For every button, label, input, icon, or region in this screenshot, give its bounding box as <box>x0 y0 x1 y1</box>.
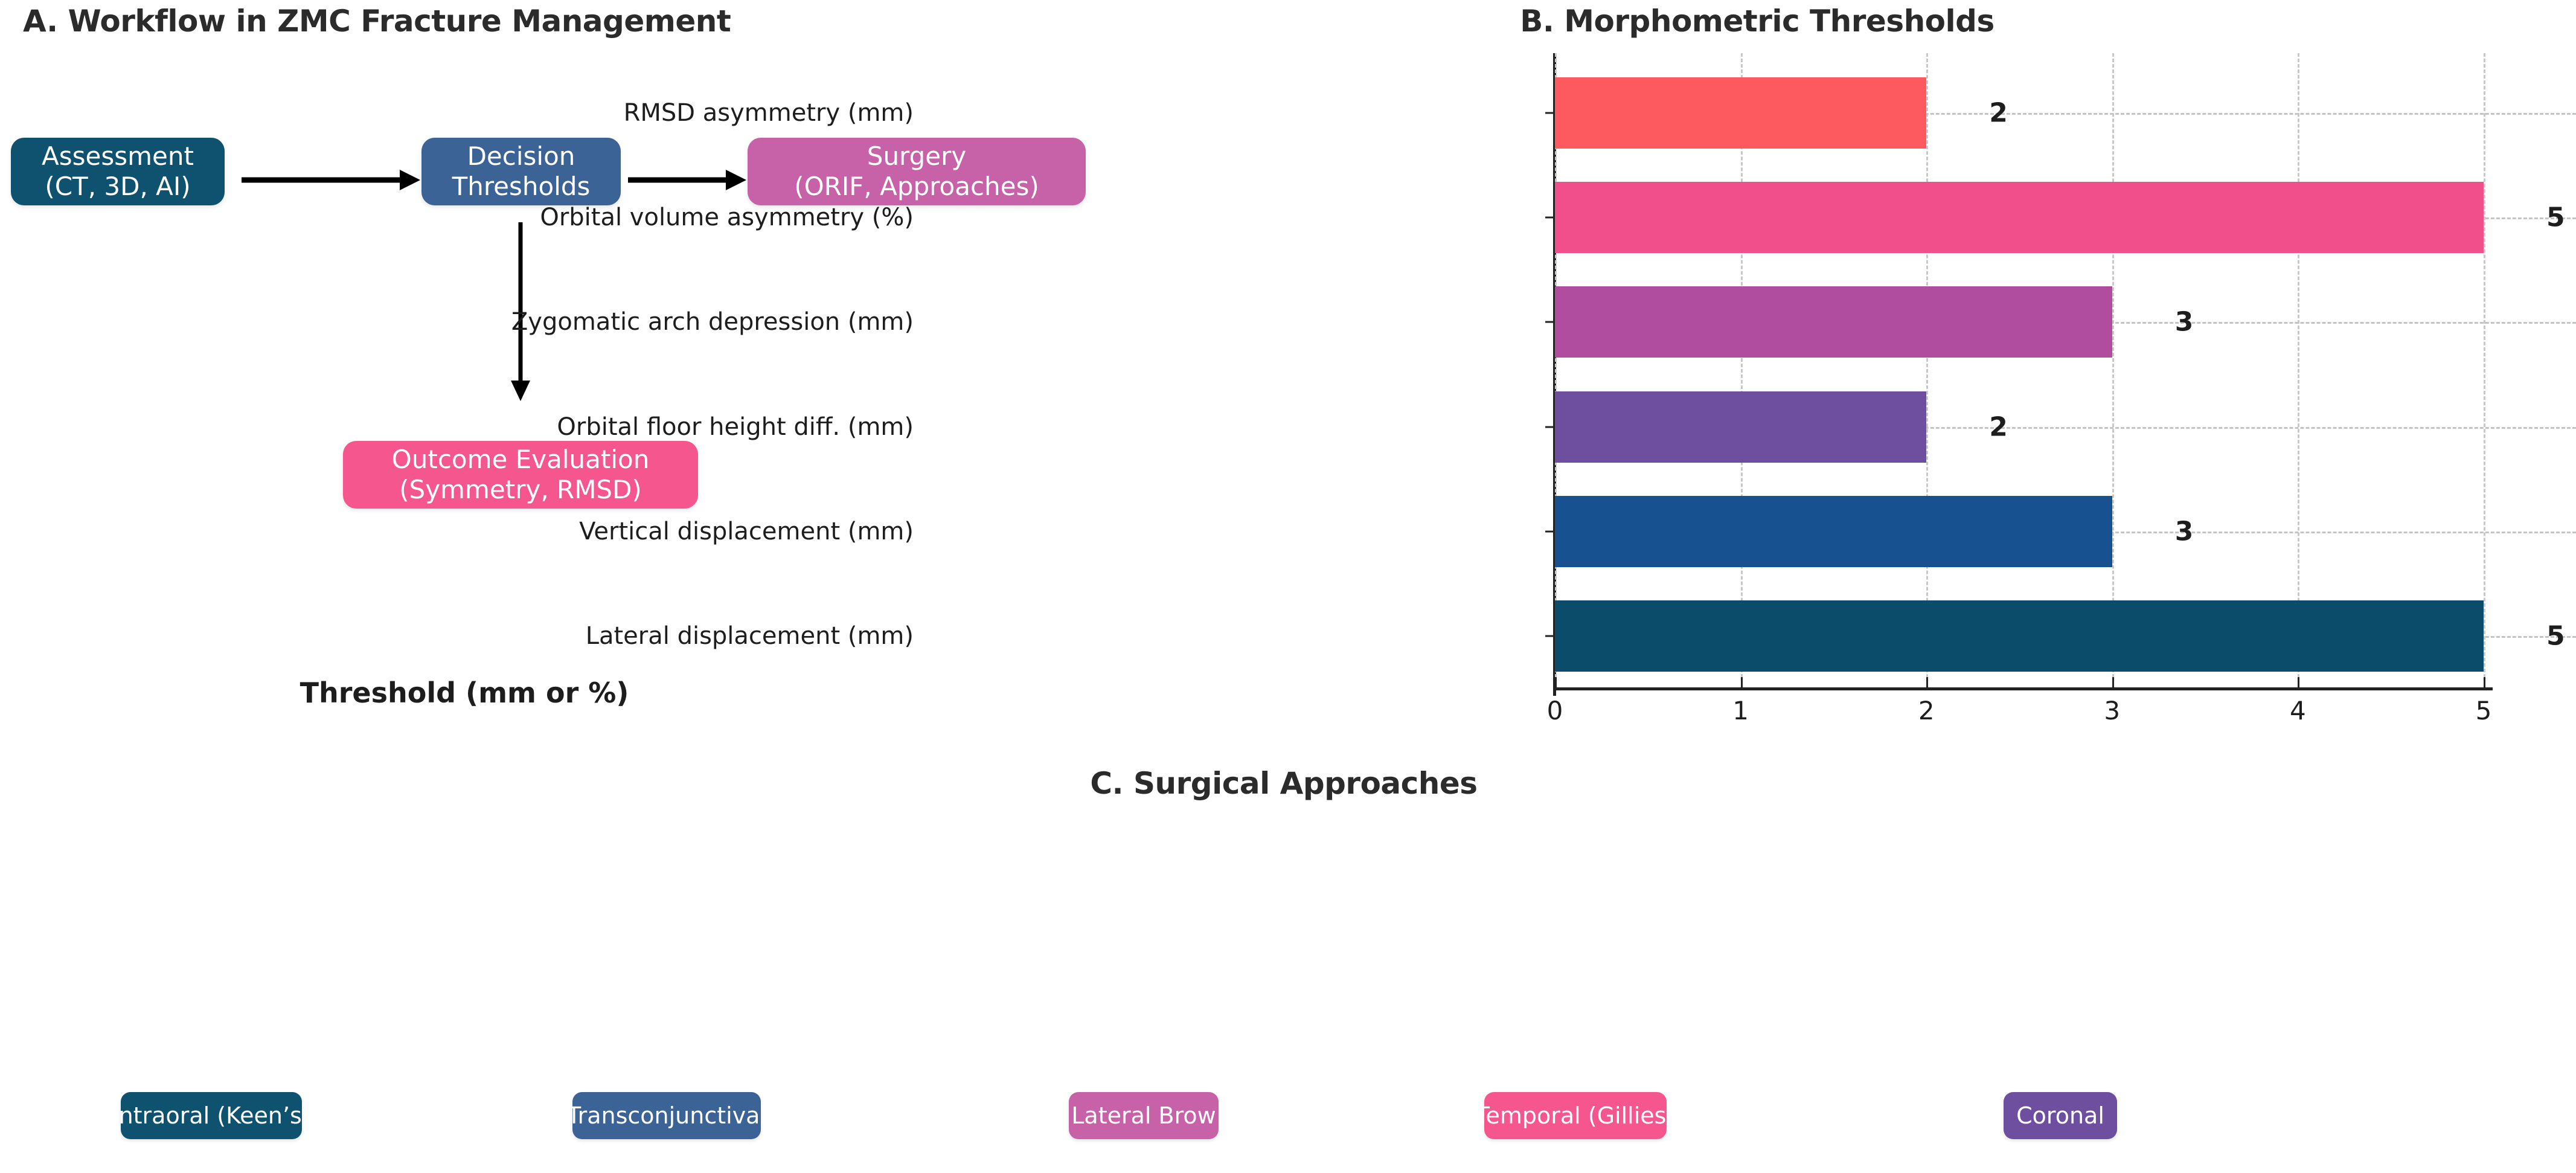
arrow-decision-to-surgery-icon <box>628 170 746 190</box>
chart-bar <box>1555 286 2112 358</box>
workflow-box-assessment-line2: (CT, 3D, AI) <box>45 172 191 201</box>
workflow-box-decision-line2: Thresholds <box>452 172 591 201</box>
panel-a-title: A. Workflow in ZMC Fracture Management <box>23 4 731 39</box>
chart-bar <box>1555 182 2484 253</box>
surgical-approach-pill-label: Intraoral (Keen’s) <box>112 1102 311 1129</box>
chart-bar <box>1555 496 2112 567</box>
surgical-approach-pill: Coronal <box>2004 1092 2117 1139</box>
chart-vertical-gridline <box>2112 53 2114 689</box>
chart-bar-value-label: 3 <box>2174 516 2194 547</box>
workflow-box-surgery-line2: (ORIF, Approaches) <box>794 172 1039 201</box>
surgical-approach-pill: Lateral Brow <box>1069 1092 1219 1139</box>
chart-y-tick-mark <box>1545 216 1555 219</box>
workflow-box-surgery: Surgery (ORIF, Approaches) <box>748 138 1086 205</box>
chart-bar <box>1555 77 1927 149</box>
chart-bar <box>1555 600 2484 672</box>
chart-x-tick-label: 3 <box>2104 696 2121 725</box>
chart-bar <box>1555 391 1927 463</box>
chart-vertical-gridline <box>1555 53 1557 689</box>
chart-y-category-label: Orbital volume asymmetry (%) <box>540 204 914 231</box>
workflow-box-assessment: Assessment (CT, 3D, AI) <box>11 138 225 205</box>
chart-vertical-gridline <box>2298 53 2300 689</box>
chart-x-tick-mark <box>2484 677 2485 690</box>
chart-horizontal-gridline <box>1555 426 2576 429</box>
surgical-approach-pill: Temporal (Gillies) <box>1476 1092 1675 1139</box>
surgical-approach-pill: Intraoral (Keen’s) <box>112 1092 311 1139</box>
chart-y-category-label: Orbital floor height diff. (mm) <box>557 413 914 441</box>
chart-y-category-label: Vertical displacement (mm) <box>579 518 914 545</box>
surgical-approach-pill-label: Temporal (Gillies) <box>1475 1102 1676 1129</box>
chart-x-tick-mark <box>1740 677 1743 690</box>
panel-c-title: C. Surgical Approaches <box>1090 766 1478 801</box>
panel-b-title: B. Morphometric Thresholds <box>1520 4 1994 39</box>
chart-x-tick-label: 5 <box>2475 696 2492 725</box>
chart-y-category-label: RMSD asymmetry (mm) <box>623 98 914 127</box>
chart-x-tick-label: 0 <box>1546 696 1563 725</box>
workflow-box-decision-line1: Decision <box>467 141 575 172</box>
chart-bar-value-label: 2 <box>1989 97 2008 129</box>
chart-y-category-label: Zygomatic arch depression (mm) <box>511 308 914 336</box>
chart-horizontal-gridline <box>1555 112 2576 115</box>
chart-x-tick-label: 4 <box>2290 696 2306 725</box>
chart-vertical-gridline <box>2484 53 2485 689</box>
chart-y-tick-mark <box>1545 112 1555 114</box>
chart-bar-value-label: 2 <box>1989 411 2008 443</box>
chart-x-tick-label: 1 <box>1732 696 1749 725</box>
chart-y-tick-mark <box>1545 530 1555 533</box>
chart-y-tick-mark <box>1545 635 1555 637</box>
chart-x-axis-title: Threshold (mm or %) <box>300 676 629 709</box>
workflow-box-surgery-line1: Surgery <box>867 141 967 172</box>
chart-bar-value-label: 5 <box>2546 620 2565 652</box>
chart-x-tick-mark <box>2298 677 2300 690</box>
workflow-box-outcome-line1: Outcome Evaluation <box>391 445 650 475</box>
chart-x-tick-label: 2 <box>1918 696 1935 725</box>
chart-y-tick-mark <box>1545 426 1555 428</box>
chart-bar-value-label: 5 <box>2546 202 2565 233</box>
workflow-box-outcome-line2: (Symmetry, RMSD) <box>399 475 642 504</box>
chart-x-tick-mark <box>2112 677 2114 690</box>
arrow-decision-to-outcome-icon <box>511 222 530 401</box>
chart-vertical-gridline <box>1926 53 1929 689</box>
workflow-box-outcome-evaluation: Outcome Evaluation (Symmetry, RMSD) <box>343 441 698 509</box>
surgical-approach-pill-label: Transconjunctival <box>566 1102 767 1129</box>
chart-bar-value-label: 3 <box>2174 306 2194 338</box>
workflow-box-decision-thresholds: Decision Thresholds <box>421 138 621 205</box>
chart-y-axis-spine <box>1553 53 1556 696</box>
morphometric-thresholds-bar-chart: 2 5 3 2 3 5 0 1 2 3 4 5 RMSD asymmetry (mm) Orbital… <box>511 53 2576 725</box>
surgical-approach-pill-label: Lateral Brow <box>1071 1102 1216 1129</box>
chart-x-axis-spine <box>1553 687 2493 690</box>
surgical-approach-pill: Transconjunctival <box>567 1092 766 1139</box>
arrow-assessment-to-decision-icon <box>242 170 420 190</box>
chart-x-tick-mark <box>1555 677 1557 690</box>
chart-vertical-gridline <box>1740 53 1743 689</box>
surgical-approach-pill-label: Coronal <box>2016 1102 2104 1129</box>
workflow-box-assessment-line1: Assessment <box>42 141 194 172</box>
chart-y-tick-mark <box>1545 321 1555 323</box>
chart-y-category-label: Lateral displacement (mm) <box>585 622 914 651</box>
chart-x-tick-mark <box>1926 677 1929 690</box>
